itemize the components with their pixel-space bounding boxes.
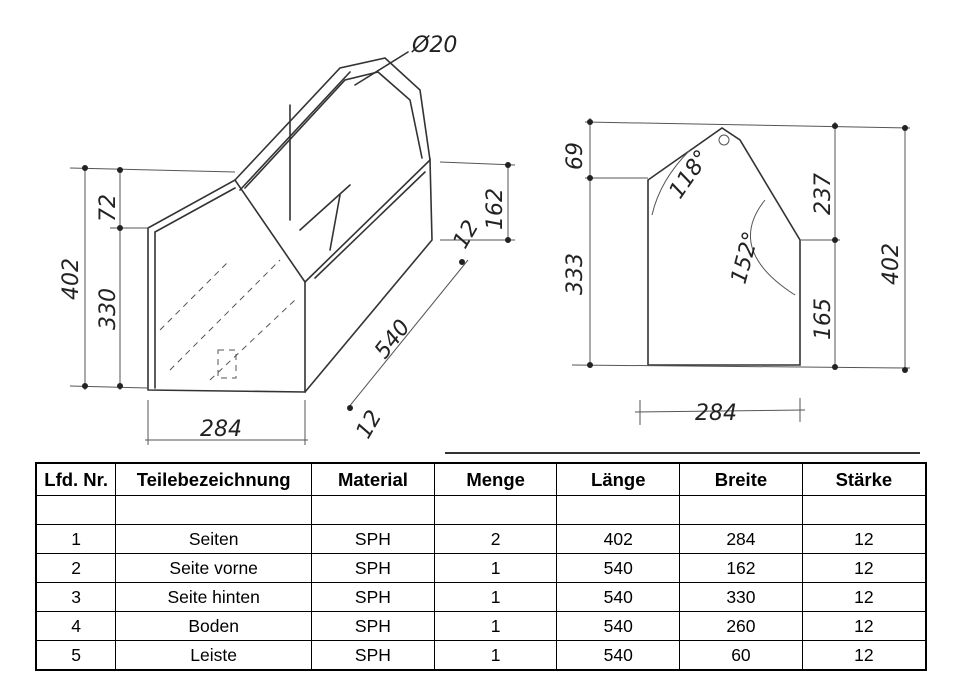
side-view: 69 333 118° 152° 237 402 165 284	[563, 118, 911, 426]
dim-237: 237	[811, 173, 836, 215]
header-teilebezeichnung: Teilebezeichnung	[115, 462, 313, 496]
cell: SPH	[311, 553, 435, 583]
cell: 540	[556, 582, 681, 612]
dim-333: 333	[563, 253, 588, 295]
cell: 402	[556, 524, 681, 554]
cell: 12	[801, 553, 927, 583]
dim-165: 165	[811, 298, 836, 340]
cell: SPH	[311, 640, 435, 671]
cell: 284	[679, 524, 803, 554]
cell: SPH	[311, 524, 435, 554]
angle-118: 118°	[664, 146, 715, 204]
cell: 162	[679, 553, 803, 583]
header-laenge: Länge	[556, 462, 681, 496]
cell: 3	[35, 582, 117, 612]
cell: SPH	[311, 611, 435, 641]
cell: Boden	[115, 611, 313, 641]
cell: 12	[801, 640, 927, 671]
isometric-view: Ø20 72 402 330 284 540 12 12 162	[59, 33, 516, 445]
header-material: Material	[311, 462, 435, 496]
cell: 12	[801, 524, 927, 554]
table-header: Lfd. Nr. Teilebezeichnung Material Menge…	[35, 462, 927, 496]
dim-284-right: 284	[695, 401, 737, 426]
dim-69: 69	[563, 142, 588, 170]
cell: 2	[433, 524, 558, 554]
header-menge: Menge	[433, 462, 558, 496]
cell: Seite vorne	[115, 553, 313, 583]
cell: 1	[433, 582, 558, 612]
cell: 540	[556, 640, 681, 671]
empty-row	[35, 495, 927, 525]
angle-152: 152°	[727, 229, 765, 287]
header-lfd-nr: Lfd. Nr.	[35, 462, 117, 496]
cell: 1	[433, 553, 558, 583]
dim-402: 402	[59, 258, 84, 300]
dim-12-top: 12	[449, 216, 485, 253]
cell: 1	[433, 640, 558, 671]
cell: Seiten	[115, 524, 313, 554]
cell: 1	[433, 611, 558, 641]
header-staerke: Stärke	[801, 462, 927, 496]
dim-540: 540	[370, 315, 416, 363]
dim-284: 284	[200, 417, 242, 442]
dim-330: 330	[96, 288, 121, 330]
divider	[445, 452, 920, 454]
cell: SPH	[311, 582, 435, 612]
toolbox-sketch: Ø20 72 402 330 284 540 12 12 162 69 333 …	[59, 33, 911, 445]
cell: 12	[801, 582, 927, 612]
diameter-label: Ø20	[411, 33, 457, 58]
cell: 540	[556, 553, 681, 583]
dim-12-bottom: 12	[352, 406, 388, 443]
cell: Leiste	[115, 640, 313, 671]
dim-402-right: 402	[879, 243, 904, 285]
cell: 330	[679, 582, 803, 612]
cell: 1	[35, 524, 117, 554]
dim-162: 162	[483, 188, 508, 230]
dim-72: 72	[96, 194, 121, 222]
header-breite: Breite	[679, 462, 803, 496]
cell: 60	[679, 640, 803, 671]
cell: 540	[556, 611, 681, 641]
cell: 5	[35, 640, 117, 671]
cell: 2	[35, 553, 117, 583]
parts-table: Lfd. Nr. Teilebezeichnung Material Menge…	[35, 462, 927, 671]
cell: 260	[679, 611, 803, 641]
cell: 4	[35, 611, 117, 641]
cell: Seite hinten	[115, 582, 313, 612]
cell: 12	[801, 611, 927, 641]
